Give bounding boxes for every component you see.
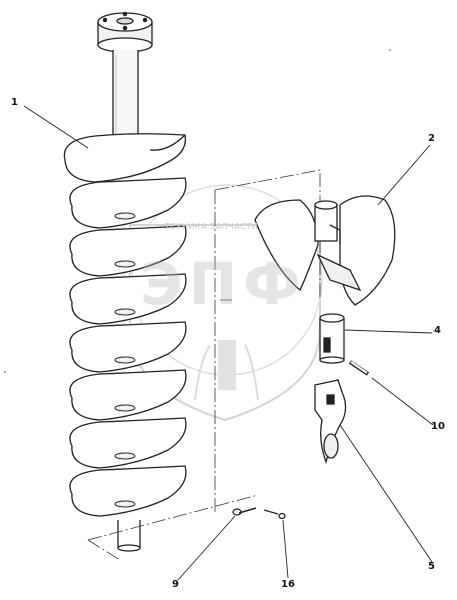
callout-9: 9 (172, 579, 179, 590)
coupling-sleeve (319, 313, 345, 364)
auger-tip (117, 520, 141, 552)
auger-flight-hub (114, 212, 136, 220)
callout-2: 2 (428, 133, 435, 144)
auger-flight-hub (114, 260, 136, 268)
watermark-text: ТЕХНИКА ЗАПЧАСТИ (165, 222, 259, 231)
leader-lines (23, 105, 434, 581)
watermark-logo-text: ЭПФ (140, 250, 307, 318)
auger-flange (97, 11, 153, 53)
auger-flight (69, 369, 187, 421)
auger-flight-hub (114, 500, 136, 508)
callout-1: 1 (11, 97, 18, 108)
auger-flight (69, 417, 187, 469)
washer-16 (263, 509, 286, 520)
pin (348, 360, 370, 376)
auger-flight-hub (114, 308, 136, 316)
auger-flight (69, 465, 187, 517)
callout-10: 10 (431, 421, 445, 432)
callout-4: 4 (434, 325, 441, 336)
auger-head (254, 195, 396, 306)
auger-flight (69, 225, 187, 277)
auger-flights (63, 133, 187, 183)
callout-16: 16 (281, 579, 295, 590)
auger-flight (69, 177, 187, 229)
callout-5: 5 (428, 561, 435, 572)
auger-flight-hub (114, 452, 136, 460)
auger-flight-stack (69, 177, 187, 517)
auger-flight (69, 321, 187, 373)
auger-flight (69, 273, 187, 325)
bolt-9 (232, 507, 257, 516)
auger-flight-hub (114, 404, 136, 412)
auger-flight-hub (114, 356, 136, 364)
cutter-blade (314, 379, 347, 465)
